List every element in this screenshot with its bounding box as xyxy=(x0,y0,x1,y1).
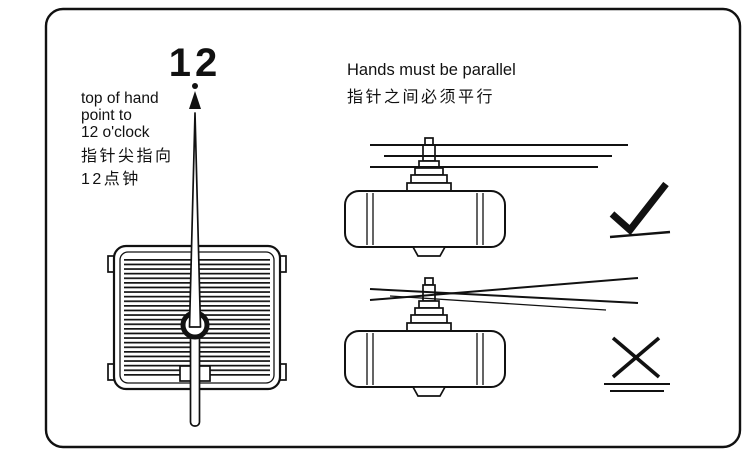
parallel-title-en: Hands must be parallel xyxy=(347,61,516,79)
parallel-title-zh: 指针之间必须平行 xyxy=(347,88,495,106)
diagram-wrong xyxy=(344,277,670,397)
note-en-line3: 12 o'clock xyxy=(81,124,150,141)
hand-line-crossed xyxy=(389,295,607,311)
clock-movement-front xyxy=(107,112,287,427)
note-en-line1: top of hand xyxy=(81,90,159,107)
dial-dot xyxy=(192,83,198,89)
hand-line-crossed xyxy=(369,288,639,304)
hand-line-crossed xyxy=(369,277,639,301)
up-arrow-icon xyxy=(189,91,201,109)
hour-hand xyxy=(189,332,201,427)
cross-icon xyxy=(611,336,661,379)
dial-number: 12 xyxy=(169,41,222,85)
note-zh-line1: 指针尖指向 xyxy=(81,147,174,165)
diagram-correct xyxy=(344,137,671,257)
panel-border xyxy=(44,7,742,449)
checkmark-icon xyxy=(609,181,669,236)
minute-hand xyxy=(188,112,202,328)
note-en-line2: point to xyxy=(81,107,132,124)
note-zh-line2: 12点钟 xyxy=(81,170,141,188)
check-underline xyxy=(609,230,671,239)
